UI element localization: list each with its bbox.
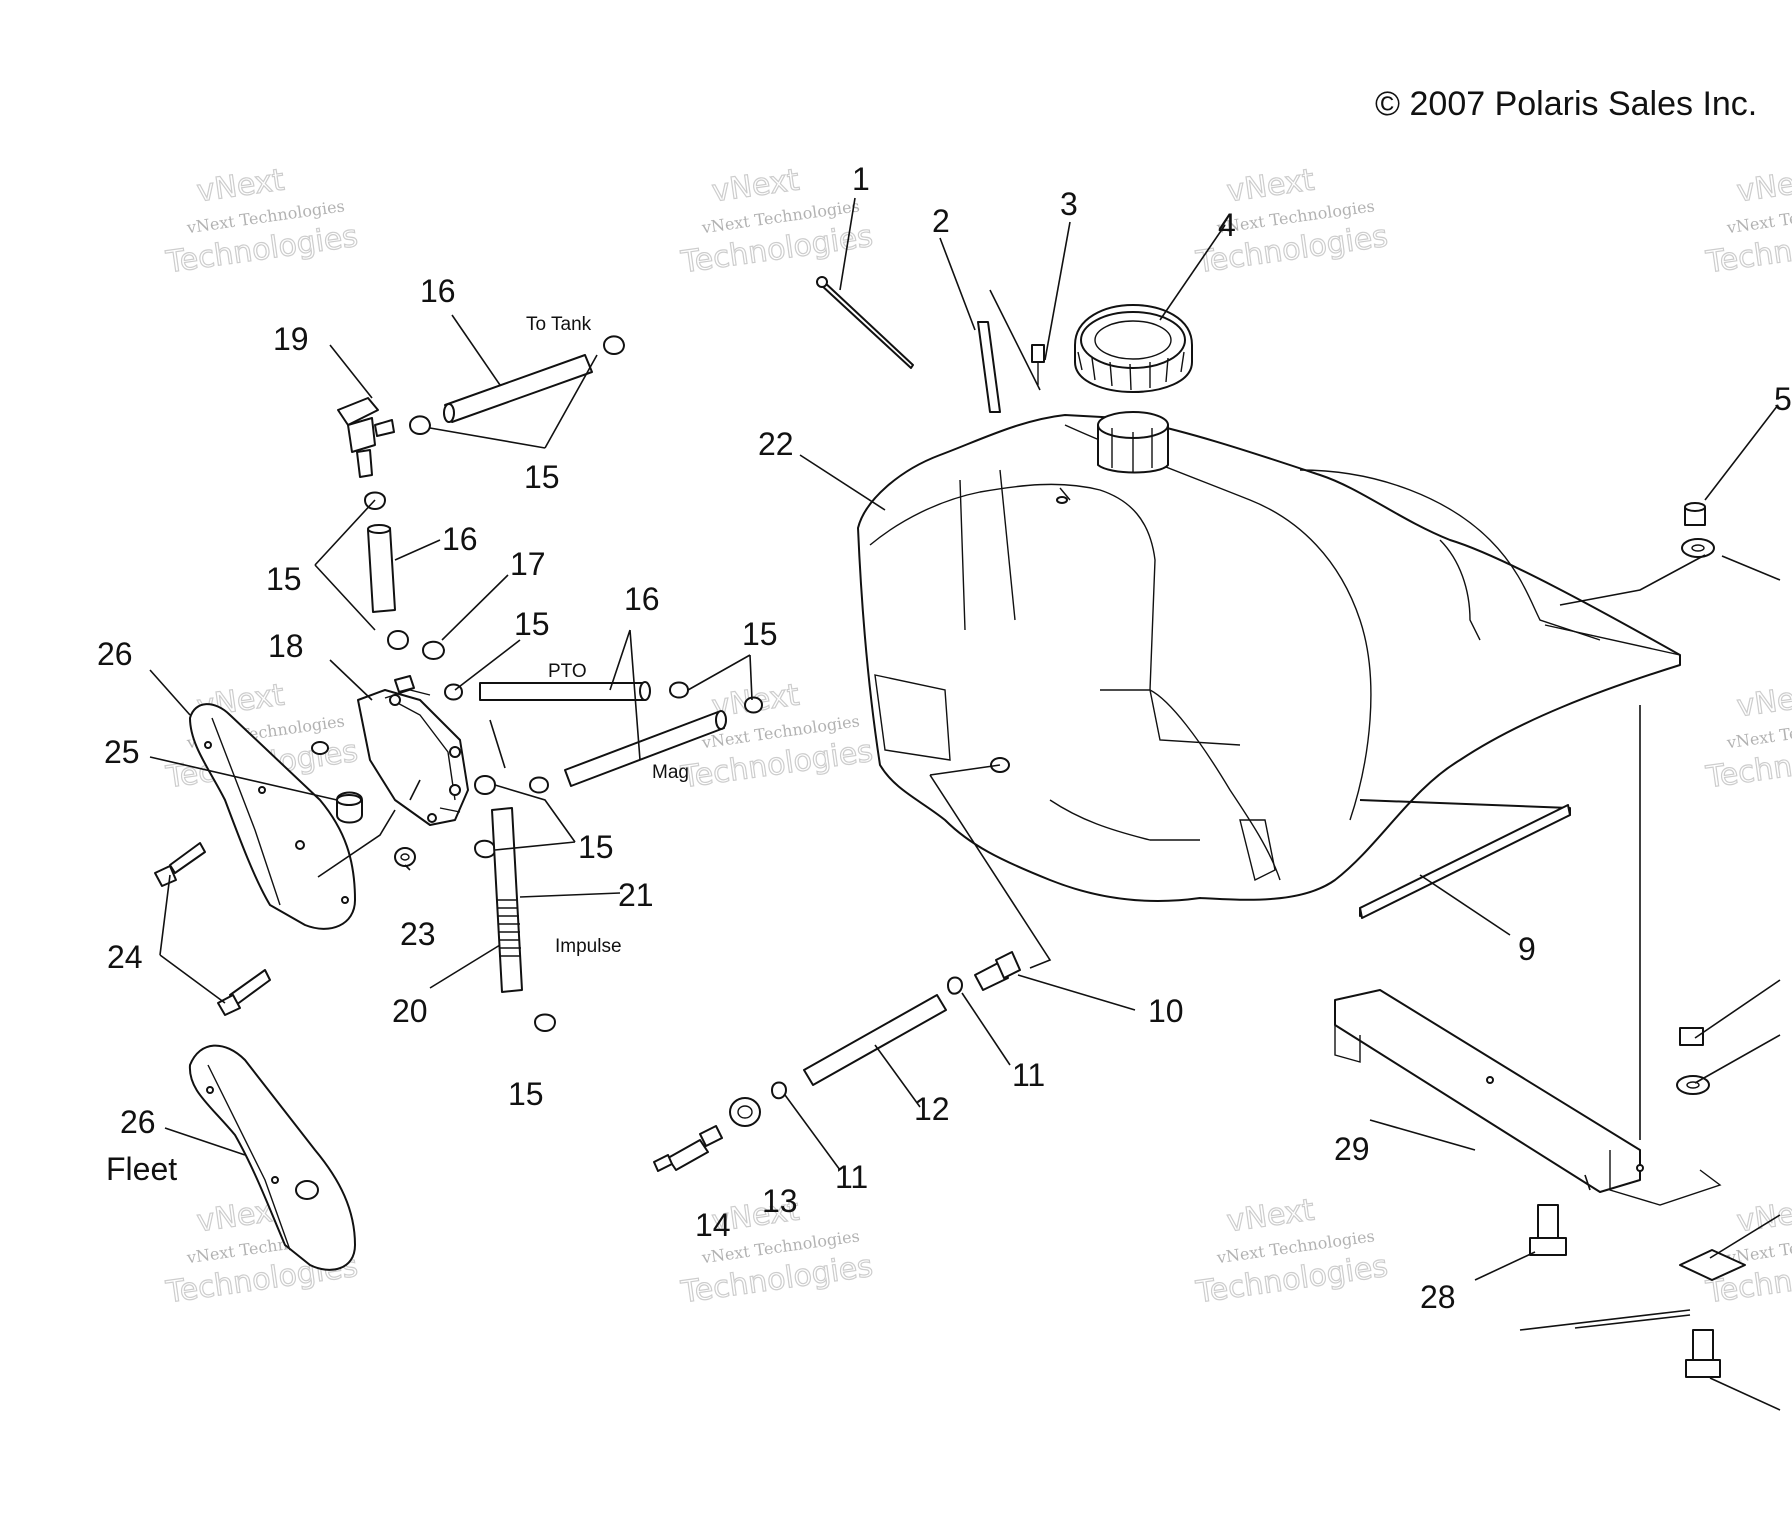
clamp-17 — [422, 640, 445, 660]
fuel-valve — [337, 397, 395, 478]
bolt-24 — [154, 842, 206, 887]
watermark-text: vNext — [195, 163, 287, 210]
grommet — [729, 1097, 761, 1127]
tank-vent-hole — [1059, 487, 1071, 501]
clamp-15 — [364, 335, 763, 1032]
watermark-text: vNext — [1225, 163, 1317, 210]
callout-15-b: 15 — [266, 561, 302, 597]
nut-lower — [1679, 1027, 1704, 1046]
label-mag: Mag — [652, 762, 689, 783]
hose-clamp-2 — [771, 1081, 787, 1100]
callout-15-d: 15 — [742, 616, 778, 652]
callout-13: 13 — [762, 1183, 798, 1219]
check-valve — [653, 1125, 723, 1172]
callout-16-c: 16 — [624, 581, 660, 617]
callout-11-b: 11 — [835, 1159, 868, 1195]
fuel-pump — [357, 689, 469, 826]
fuel-tank — [857, 411, 1681, 902]
watermark: vNext vNext Technologies Technologies — [1193, 1192, 1391, 1311]
callout-24: 24 — [107, 939, 143, 975]
outlet-fitting — [974, 951, 1021, 991]
watermark-text: vNext — [710, 163, 802, 210]
callout-12: 12 — [914, 1091, 950, 1127]
callout-17: 17 — [510, 546, 546, 582]
hose-pto — [479, 681, 651, 701]
label-fleet: Fleet — [106, 1151, 177, 1187]
callout-1: 1 — [852, 161, 870, 197]
tank-strip — [1359, 799, 1571, 919]
bracket-bolt-2 — [1685, 1329, 1721, 1378]
callout-21: 21 — [618, 877, 654, 913]
pump-fitting — [394, 675, 415, 693]
heat-shield-fleet — [188, 1044, 356, 1271]
callout-20: 20 — [392, 993, 428, 1029]
nut-top — [1684, 502, 1706, 526]
watermark-text: vNext — [1735, 1193, 1792, 1240]
impulse-hose — [491, 807, 523, 993]
hose-to-tank — [443, 354, 593, 423]
copyright-text: © 2007 Polaris Sales Inc. — [1375, 85, 1757, 123]
fuel-cap — [1074, 304, 1193, 393]
callout-26-a: 26 — [97, 636, 133, 672]
callout-29: 29 — [1334, 1131, 1370, 1167]
fuel-hose — [803, 994, 947, 1086]
tank-vent-hole — [1056, 496, 1068, 504]
label-pto: PTO — [548, 661, 587, 682]
grommet-25 — [336, 791, 363, 824]
watermark: vNext vNext Technologies Technologies — [163, 162, 361, 281]
bolt-24-b — [217, 969, 271, 1016]
watermark: vNext vNext Technologies Technologies — [1703, 677, 1792, 796]
bracket-plate — [1679, 1249, 1746, 1281]
callout-26-b: 26 — [120, 1104, 156, 1140]
watermark-text: vNext — [1735, 163, 1792, 210]
hose-clamp — [947, 976, 963, 995]
callout-3: 3 — [1060, 186, 1078, 222]
callout-15-f: 15 — [508, 1076, 544, 1112]
callout-10: 10 — [1148, 993, 1184, 1029]
hose-mag — [564, 710, 727, 787]
pump-mount-washer — [311, 741, 329, 755]
leader-lines — [149, 197, 1781, 1411]
callout-14: 14 — [695, 1207, 731, 1243]
watermark-text: vNext — [1735, 678, 1792, 725]
callout-15-c: 15 — [514, 606, 550, 642]
heat-shield — [189, 703, 356, 930]
vent-tube — [977, 321, 1001, 413]
callout-15-e: 15 — [578, 829, 614, 865]
cable-tie — [816, 276, 914, 369]
watermark: vNext vNext Technologies Technologies — [1703, 1192, 1792, 1311]
callout-22: 22 — [758, 426, 794, 462]
callout-18: 18 — [268, 628, 304, 664]
vent-fitting — [1031, 344, 1045, 385]
label-to-tank: To Tank — [526, 314, 592, 335]
watermark-text: vNext — [1225, 1193, 1317, 1240]
callouts: 1 2 3 4 5 9 10 11 11 12 13 14 15 15 15 1… — [97, 161, 1792, 1315]
tank-bracket — [1334, 989, 1722, 1206]
callout-16-a: 16 — [420, 273, 456, 309]
callout-4: 4 — [1218, 207, 1236, 243]
callout-25: 25 — [104, 734, 140, 770]
washer-23 — [394, 847, 416, 867]
label-impulse: Impulse — [555, 936, 622, 957]
callout-2: 2 — [932, 203, 950, 239]
callout-16-b: 16 — [442, 521, 478, 557]
hose-vertical — [367, 524, 396, 613]
bracket-bolt — [1529, 1204, 1567, 1256]
callout-19: 19 — [273, 321, 309, 357]
callout-28: 28 — [1420, 1279, 1456, 1315]
callout-9: 9 — [1518, 931, 1536, 967]
watermark: vNext vNext Technologies Technologies — [1703, 162, 1792, 281]
callout-15-a: 15 — [524, 459, 560, 495]
callout-11: 11 — [1012, 1057, 1045, 1093]
watermark: vNext vNext Technologies Technologies — [1193, 162, 1391, 281]
callout-5: 5 — [1774, 381, 1792, 417]
washer-top — [1681, 538, 1715, 558]
callout-23: 23 — [400, 916, 436, 952]
